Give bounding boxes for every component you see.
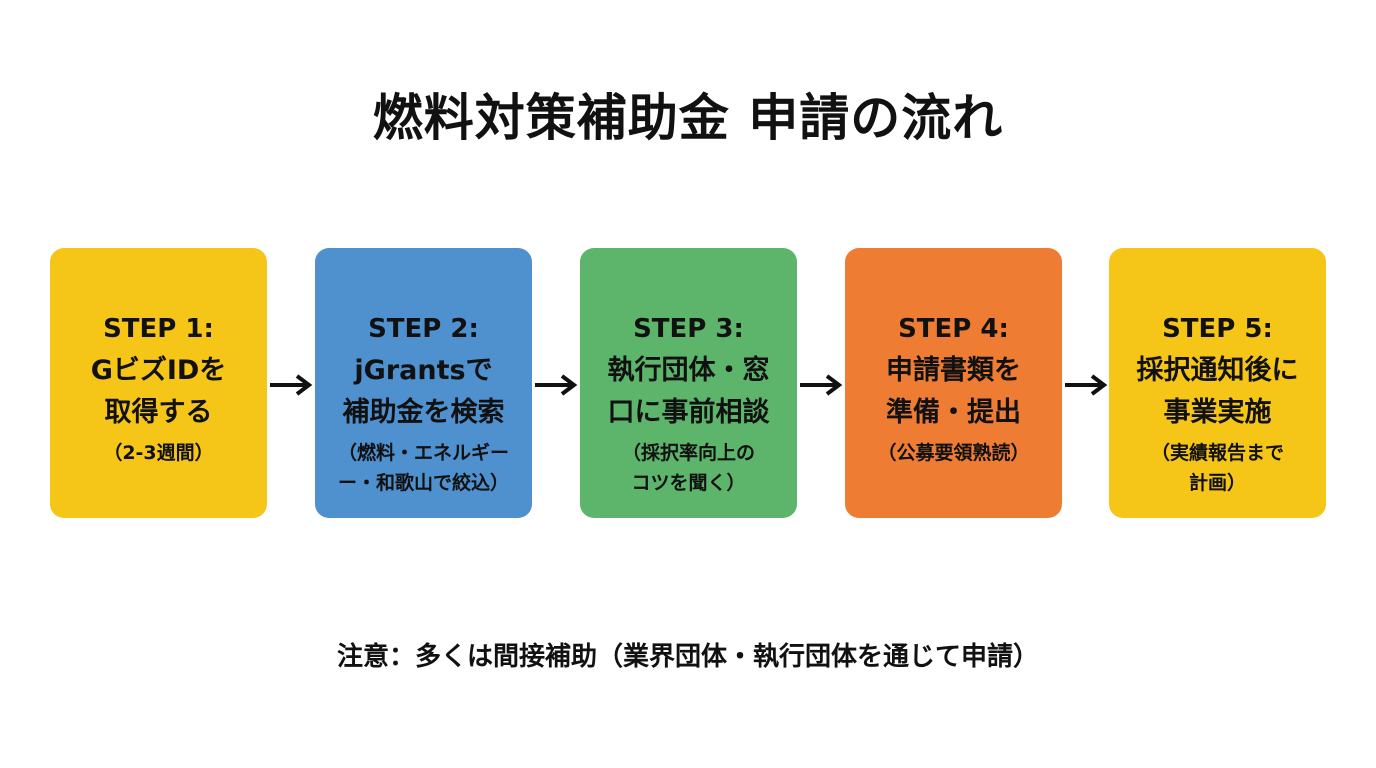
step-2-label: STEP 2:	[368, 314, 479, 344]
step-2-title: jGrantsで補助金を検索	[342, 355, 505, 428]
arrow-right-icon	[1065, 374, 1108, 396]
step-1-title: GビズIDを取得する	[90, 355, 227, 428]
step-1-label: STEP 1:	[103, 314, 214, 344]
footnote: 注意：多くは間接補助（業界団体・執行団体を通じて申請）	[336, 642, 1039, 672]
step-3-note: （採択率向上のコツを聞く）	[621, 442, 755, 494]
step-3-title: 執行団体・窓口に事前相談	[607, 355, 770, 428]
step-5-note: （実績報告まで計画）	[1150, 442, 1284, 494]
process-flow: STEP 1: GビズIDを取得する （2-3週間） STEP 2: jGran…	[50, 248, 1326, 520]
step-1-box: STEP 1: GビズIDを取得する （2-3週間）	[50, 248, 267, 518]
page-title: 燃料対策補助金 申請の流れ	[372, 89, 1004, 147]
step-4-title: 申請書類を準備・提出	[886, 355, 1021, 428]
arrow-right-icon	[270, 374, 313, 396]
arrow-right-icon	[800, 374, 843, 396]
step-3-box: STEP 3: 執行団体・窓口に事前相談 （採択率向上のコツを聞く）	[580, 248, 797, 518]
step-5-label: STEP 5:	[1162, 314, 1273, 344]
step-2-box: STEP 2: jGrantsで補助金を検索 （燃料・エネルギーー・和歌山で絞込…	[315, 248, 532, 518]
arrow-right-icon	[535, 374, 578, 396]
step-4-note: （公募要領熟読）	[877, 442, 1030, 464]
step-3-label: STEP 3:	[633, 314, 744, 344]
step-5-box: STEP 5: 採択通知後に事業実施 （実績報告まで計画）	[1109, 248, 1326, 518]
step-4-label: STEP 4:	[898, 314, 1009, 344]
step-2-note: （燃料・エネルギーー・和歌山で絞込）	[337, 442, 509, 494]
step-5-title: 採択通知後に事業実施	[1136, 355, 1299, 428]
step-1-note: （2-3週間）	[103, 442, 214, 464]
step-4-box: STEP 4: 申請書類を準備・提出 （公募要領熟読）	[845, 248, 1062, 518]
